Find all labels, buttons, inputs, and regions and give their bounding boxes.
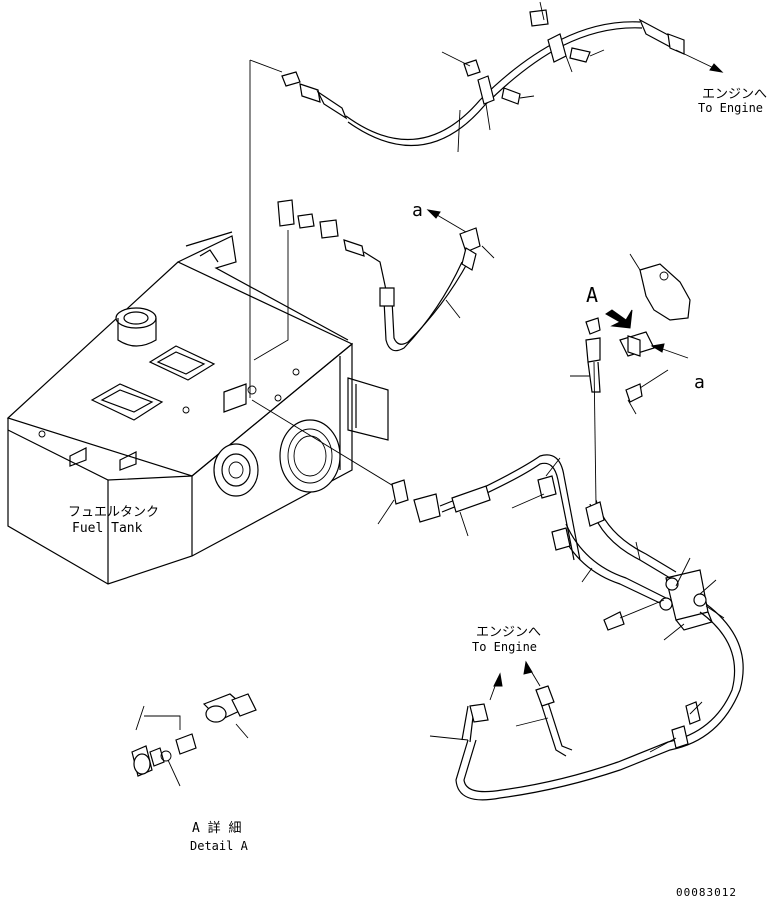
- detail-letter-a: A: [586, 283, 598, 307]
- top-hose-assembly: [281, 1, 724, 153]
- labels: エンジンへ To Engine a A a フュエルタンク Fuel Tank …: [68, 87, 767, 899]
- detail-a-parts: [131, 693, 257, 787]
- to-engine-mid-en: To Engine: [472, 640, 537, 654]
- valve-bracket: [570, 253, 691, 505]
- to-engine-top-en: To Engine: [698, 101, 763, 115]
- middle-hose-assembly: [277, 199, 495, 352]
- fuel-tank-jp: フュエルタンク: [68, 505, 159, 520]
- to-engine-mid-jp: エンジンへ: [476, 625, 541, 640]
- detail-a-jp: A 詳 細: [192, 820, 241, 836]
- lower-hose-assembly: [251, 399, 581, 561]
- right-lower-hose-assembly: [429, 499, 744, 801]
- callout-a-right: a: [694, 372, 705, 393]
- detail-a-en: Detail A: [190, 839, 249, 853]
- callout-a-upper: a: [412, 200, 423, 221]
- fuel-tank-en: Fuel Tank: [72, 521, 143, 536]
- fuel-tank: [6, 59, 389, 585]
- to-engine-top-jp: エンジンへ: [702, 87, 767, 102]
- drawing-number: 00083012: [676, 886, 737, 899]
